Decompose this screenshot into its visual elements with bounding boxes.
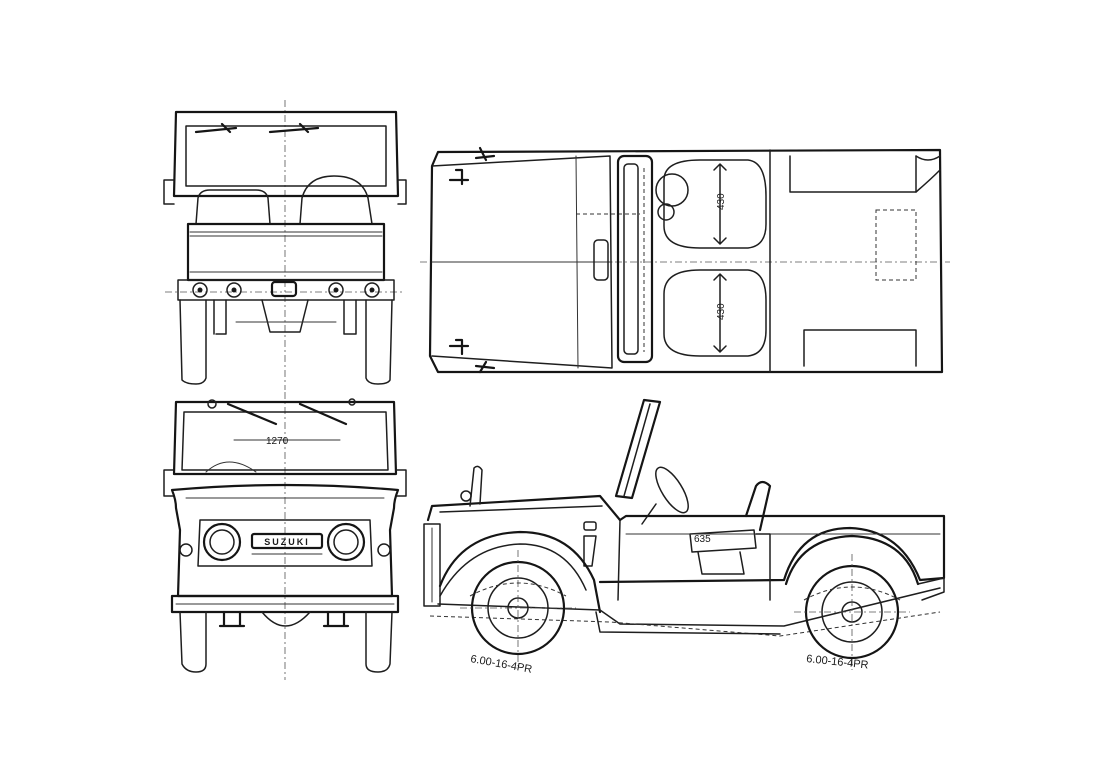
- rear-view: [163, 100, 407, 390]
- front-view: 1270 SUZUKI: [163, 392, 407, 680]
- seat-dimension: 635: [694, 534, 711, 545]
- grille-badge: SUZUKI: [264, 537, 310, 547]
- rear-seat-dimension: 430: [716, 303, 727, 320]
- side-view: 635: [423, 398, 946, 676]
- rear-tire-label: 6.00-16-4PR: [806, 653, 869, 671]
- front-tire-label: 6.00-16-4PR: [469, 653, 533, 676]
- top-view: 430 430: [420, 146, 950, 374]
- width-dimension-label: 1270: [266, 436, 289, 447]
- front-seat-dimension: 430: [716, 193, 727, 210]
